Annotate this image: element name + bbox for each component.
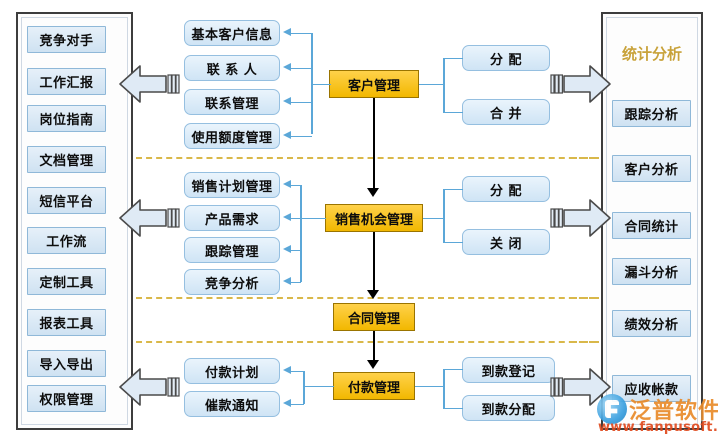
stat-item-contract-stats[interactable]: 合同统计 bbox=[612, 212, 691, 239]
sub-item-payment-plan[interactable]: 付款计划 bbox=[184, 358, 280, 384]
sub-item-opportunity-assign[interactable]: 分 配 bbox=[462, 176, 550, 202]
wire-payment-trunk-left bbox=[303, 385, 334, 387]
wire-customer-assign bbox=[443, 57, 463, 59]
wire-payment-allocation bbox=[443, 407, 463, 409]
flow-line-contract-to-payment bbox=[373, 331, 375, 363]
section-divider-2-left bbox=[136, 297, 595, 299]
wire-customer-trunk-left bbox=[311, 83, 331, 85]
arrow-opportunity-branch-1 bbox=[283, 180, 291, 188]
flow-arrow-to-payment bbox=[367, 360, 379, 369]
stat-item-receivables[interactable]: 应收帐款 bbox=[612, 375, 691, 402]
section-divider-1-right bbox=[571, 157, 599, 159]
sub-item-basic-customer-info[interactable]: 基本客户信息 bbox=[184, 20, 280, 46]
block-arrow-right-opportunity bbox=[550, 199, 611, 237]
sidebar-item-competitor[interactable]: 竞争对手 bbox=[27, 26, 106, 53]
flow-arrow-to-contract bbox=[367, 290, 379, 299]
right-panel-title: 统计分析 bbox=[621, 45, 682, 63]
section-divider-1-left bbox=[136, 157, 595, 159]
sub-item-product-requirement[interactable]: 产品需求 bbox=[184, 205, 280, 231]
center-node-payment-management[interactable]: 付款管理 bbox=[333, 372, 415, 400]
sidebar-item-workflow[interactable]: 工作流 bbox=[27, 227, 106, 254]
arrow-opportunity-branch-4 bbox=[283, 277, 291, 285]
flow-arrow-to-opportunity bbox=[367, 188, 379, 197]
sub-item-credit-limit-management[interactable]: 使用额度管理 bbox=[184, 123, 280, 149]
arrow-opportunity-branch-3 bbox=[283, 245, 291, 253]
center-node-opportunity-management[interactable]: 销售机会管理 bbox=[325, 204, 423, 232]
wire-customer-branch-3 bbox=[291, 101, 312, 103]
wire-payment-branch-1 bbox=[291, 370, 304, 372]
block-arrow-left-payment bbox=[119, 368, 180, 406]
wire-customer-merge bbox=[443, 111, 463, 113]
block-arrow-right-payment bbox=[550, 368, 611, 406]
stat-item-funnel-analysis[interactable]: 漏斗分析 bbox=[612, 258, 691, 285]
sub-item-customer-assign[interactable]: 分 配 bbox=[462, 45, 550, 71]
block-arrow-left-opportunity bbox=[119, 199, 180, 237]
sub-item-contact-management[interactable]: 联系管理 bbox=[184, 89, 280, 115]
sidebar-item-import-export[interactable]: 导入导出 bbox=[27, 350, 106, 377]
block-arrow-right-customer bbox=[550, 65, 611, 103]
stat-item-tracking-analysis[interactable]: 跟踪分析 bbox=[612, 100, 691, 127]
sidebar-item-report-tool[interactable]: 报表工具 bbox=[27, 309, 106, 336]
wire-opportunity-bus-right bbox=[443, 189, 445, 242]
wire-customer-branch-1 bbox=[291, 32, 312, 34]
wire-opportunity-close bbox=[443, 241, 463, 243]
sidebar-item-post-guide[interactable]: 岗位指南 bbox=[27, 105, 106, 132]
stat-item-customer-analysis[interactable]: 客户分析 bbox=[612, 155, 691, 182]
sidebar-item-work-report[interactable]: 工作汇报 bbox=[27, 68, 106, 95]
wire-payment-branch-2 bbox=[291, 403, 304, 405]
wire-opportunity-trunk-left bbox=[300, 217, 326, 219]
sub-item-payment-allocation[interactable]: 到款分配 bbox=[462, 395, 555, 421]
sub-item-customer-merge[interactable]: 合 并 bbox=[462, 99, 550, 125]
sub-item-sales-plan-management[interactable]: 销售计划管理 bbox=[184, 172, 280, 198]
wire-opportunity-branch-4 bbox=[291, 281, 301, 283]
arrow-customer-branch-4 bbox=[283, 131, 291, 139]
wire-customer-branch-2 bbox=[291, 67, 312, 69]
wire-opportunity-trunk-right bbox=[423, 217, 444, 219]
center-node-customer-management[interactable]: 客户管理 bbox=[329, 70, 419, 98]
section-divider-2-right bbox=[571, 297, 599, 299]
wire-customer-bus-right bbox=[443, 58, 445, 112]
sidebar-item-document[interactable]: 文档管理 bbox=[27, 146, 106, 173]
arrow-customer-branch-3 bbox=[283, 97, 291, 105]
arrow-customer-branch-1 bbox=[283, 28, 291, 36]
sub-item-payment-registration[interactable]: 到款登记 bbox=[462, 357, 555, 383]
sub-item-contact-person[interactable]: 联 系 人 bbox=[184, 55, 280, 81]
wire-customer-bus-left bbox=[311, 33, 313, 134]
sub-item-competition-analysis[interactable]: 竞争分析 bbox=[184, 269, 280, 295]
wire-payment-bus-right bbox=[443, 369, 445, 408]
sidebar-item-permission[interactable]: 权限管理 bbox=[27, 385, 106, 412]
arrow-customer-branch-2 bbox=[283, 63, 291, 71]
center-node-contract-management[interactable]: 合同管理 bbox=[333, 303, 415, 331]
flow-line-opportunity-to-contract bbox=[373, 232, 375, 292]
arrow-payment-branch-2 bbox=[283, 399, 291, 407]
sub-item-opportunity-close[interactable]: 关 闭 bbox=[462, 229, 550, 255]
flow-line-customer-to-opportunity bbox=[373, 98, 375, 191]
wire-opportunity-branch-1 bbox=[291, 184, 301, 186]
sub-item-tracking-management[interactable]: 跟踪管理 bbox=[184, 237, 280, 263]
section-divider-3-right bbox=[571, 341, 599, 343]
sub-item-dunning-notice[interactable]: 催款通知 bbox=[184, 391, 280, 417]
wire-customer-trunk-right bbox=[419, 83, 444, 85]
wire-payment-trunk-right bbox=[415, 385, 444, 387]
wire-payment-registration bbox=[443, 368, 463, 370]
arrow-opportunity-branch-2 bbox=[283, 213, 291, 221]
arrow-payment-branch-1 bbox=[283, 366, 291, 374]
wire-payment-bus-left bbox=[303, 371, 305, 404]
section-divider-3-left bbox=[136, 341, 595, 343]
wire-opportunity-branch-3 bbox=[291, 249, 301, 251]
wire-opportunity-branch-2 bbox=[291, 217, 301, 219]
wire-opportunity-bus-left bbox=[300, 185, 302, 282]
wire-opportunity-assign bbox=[443, 188, 463, 190]
wire-customer-branch-4 bbox=[291, 135, 312, 137]
stat-item-performance-analysis[interactable]: 绩效分析 bbox=[612, 310, 691, 337]
sidebar-item-sms[interactable]: 短信平台 bbox=[27, 187, 106, 214]
sidebar-item-custom-tool[interactable]: 定制工具 bbox=[27, 268, 106, 295]
block-arrow-left-customer bbox=[119, 65, 180, 103]
